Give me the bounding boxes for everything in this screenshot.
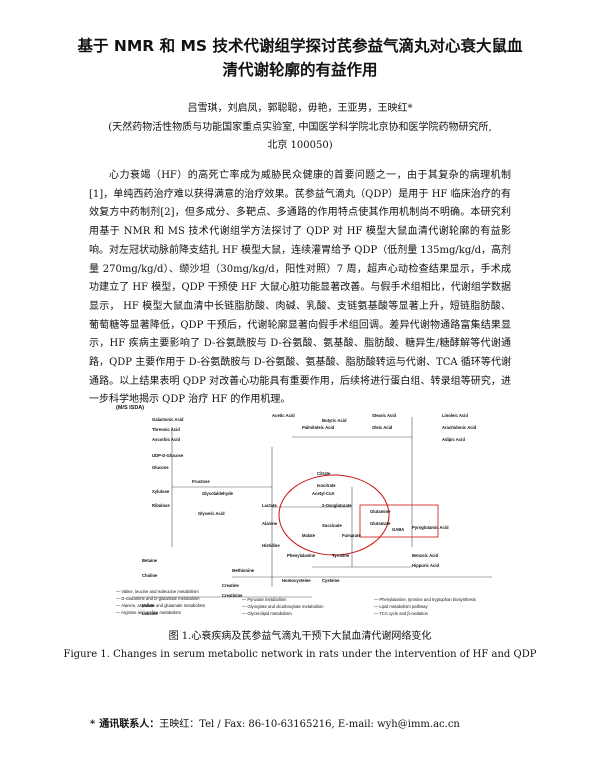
network-node: Ascorbic Acid — [152, 437, 180, 442]
network-node: UDP-D-Glucose — [152, 453, 184, 458]
network-node: Adipic Acid — [442, 437, 465, 442]
network-node: Palmitoleic Acid — [302, 425, 335, 430]
network-node: Methionine — [232, 568, 255, 573]
network-node: GABA — [392, 527, 404, 532]
network-node: Acetic Acid — [272, 413, 295, 418]
abstract: 心力衰竭（HF）的高死亡率成为威胁民众健康的首要问题之一，由于其复杂的病理机制[… — [89, 167, 511, 410]
abstract-paragraph: 心力衰竭（HF）的高死亡率成为威胁民众健康的首要问题之一，由于其复杂的病理机制[… — [89, 170, 511, 406]
figure-header-label: (M/S ISDA) — [116, 405, 144, 411]
network-node: Leucine — [142, 611, 158, 616]
legend-entry: — Valine, leucine and isoleucine metabol… — [116, 589, 199, 594]
network-node: Lactate — [262, 503, 277, 508]
network-node: Glucose — [152, 465, 169, 470]
figure-caption-chinese: 图 1.心衰疾病及芪参益气滴丸干预下大鼠血清代谢网络变化 — [168, 631, 432, 642]
network-node: Ribulose — [152, 503, 170, 508]
network-node: Fructose — [192, 479, 210, 484]
network-node: 2-Oxoglutarate — [322, 503, 352, 508]
asterisk-mark: * — [90, 719, 96, 730]
legend-entry: — Arginine and proline metabolism — [116, 610, 181, 615]
affiliation: (天然药物活性物质与功能国家重点实验室, 中国医学科学院北京协和医学院药物研究所… — [84, 119, 516, 155]
legend-entry: — Glycerolipid metabolism — [242, 611, 292, 616]
contact-label: 通讯联系人： — [99, 719, 160, 730]
network-node: Linoleic Acid — [442, 413, 468, 418]
title-line-2: 清代谢轮廓的有益作用 — [222, 61, 378, 79]
network-node: Glyceric Acid — [198, 511, 225, 516]
network-node: Oleic Acid — [372, 425, 393, 430]
network-node: Valine — [142, 603, 155, 608]
network-node: Stearic Acid — [372, 413, 396, 418]
network-node: Benzoic Acid — [412, 553, 439, 558]
network-node: Malate — [302, 533, 316, 538]
network-node: Hippuric Acid — [412, 563, 440, 568]
corresponding-author: *通讯联系人：王映红：Tel / Fax: 86-10-63165216, E-… — [90, 717, 460, 733]
network-node: Threonic Acid — [152, 427, 180, 432]
network-node: Succinate — [322, 523, 342, 528]
network-node: Butyric Acid — [322, 418, 347, 423]
network-node: Galactonic Acid — [152, 417, 184, 422]
network-node: Glutamine — [370, 509, 391, 514]
figure-caption-english: Figure 1. Changes in serum metabolic net… — [63, 649, 537, 660]
contact-details: 王映红：Tel / Fax: 86-10-63165216, E-mail: w… — [159, 719, 460, 730]
legend-entry: — Alanine, aspartate and glutamate metab… — [116, 603, 206, 608]
legend-entry: — TCA cycle and β-oxidation — [374, 611, 429, 616]
network-legend: — Valine, leucine and isoleucine metabol… — [116, 589, 476, 616]
network-node: Glutamate — [370, 521, 391, 526]
network-node: Choline — [142, 573, 158, 578]
network-node: Alanine — [262, 521, 278, 526]
affiliation-line-1: (天然药物活性物质与功能国家重点实验室, 中国医学科学院北京协和医学院药物研究所… — [108, 122, 492, 133]
network-node: Acetyl-CoA — [312, 491, 335, 496]
author-list: 吕雪琪，刘启凤，郭聪聪，毋艳，王亚男，王映红* — [187, 103, 413, 114]
network-node: Creatinine — [222, 593, 243, 598]
network-node: Tyrosine — [332, 553, 350, 558]
legend-entry: — Pyruvate metabolism — [242, 597, 287, 602]
title-line-1: 基于 NMR 和 MS 技术代谢组学探讨芪参益气滴丸对心衰大鼠血 — [77, 37, 523, 55]
network-node: Creatine — [222, 583, 239, 588]
network-node: Glycolaldehyde — [202, 491, 234, 496]
network-node: Xylulose — [152, 489, 170, 494]
network-node: Cysteine — [322, 578, 340, 583]
network-node: Phenylalanine — [287, 553, 316, 558]
network-node: Homocysteine — [282, 578, 311, 583]
network-node: Histidine — [262, 543, 280, 548]
legend-entry: — Lipid metabolism pathway — [374, 604, 428, 609]
network-node: Pyroglutamic Acid — [412, 525, 449, 530]
network-node: Isocitrate — [317, 483, 336, 488]
network-node: Citrate — [317, 471, 331, 476]
paper-title: 基于 NMR 和 MS 技术代谢组学探讨芪参益气滴丸对心衰大鼠血 清代谢轮廓的有… — [60, 34, 540, 82]
legend-entry: — Phenylalanine, tyrosine and tryptophan… — [374, 597, 476, 602]
legend-entry: — D-Glutamine and D-glutamate metabolism — [116, 596, 200, 601]
network-node: Arachidonic Acid — [442, 425, 477, 430]
legend-entry: — Glyoxylate and dicarboxylate metabolis… — [242, 604, 324, 609]
network-node: Fumarate — [342, 533, 362, 538]
affiliation-line-2: 北京 100050) — [267, 140, 333, 151]
network-node: Betaine — [142, 558, 158, 563]
